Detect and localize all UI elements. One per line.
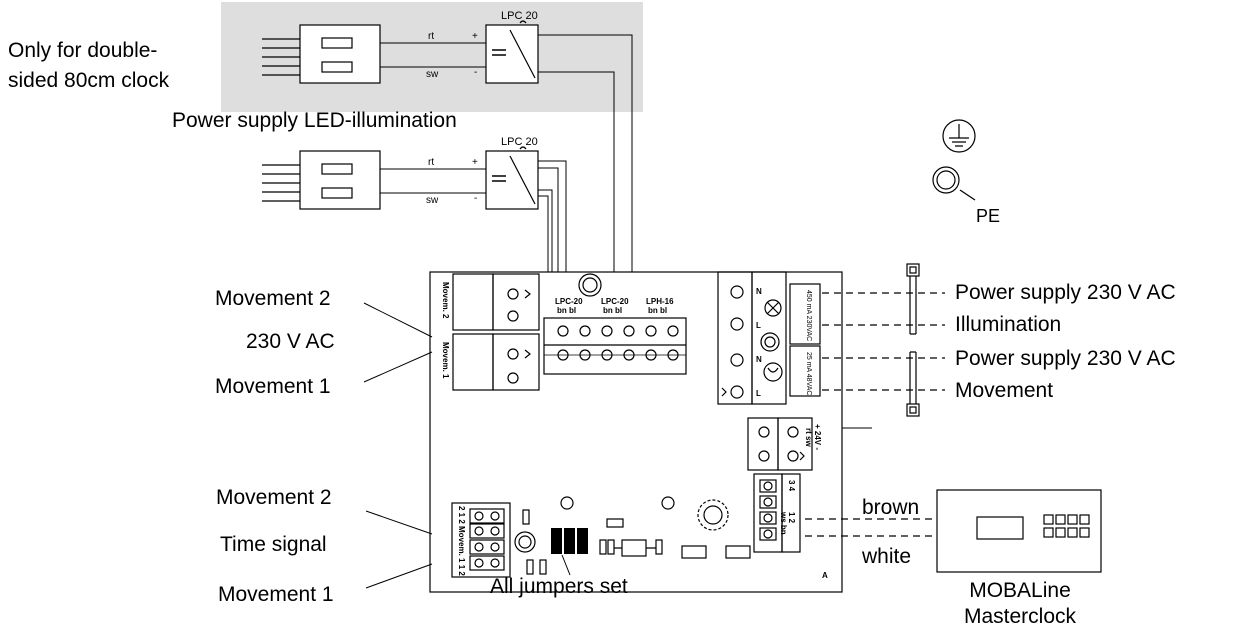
pe-label: PE — [976, 206, 1001, 226]
corner-mark: A — [822, 571, 828, 580]
pe-ground-symbol — [932, 119, 976, 201]
wire-top-rt: rt — [428, 31, 435, 42]
wire-bottom-rt: rt — [428, 157, 435, 168]
lpc-bottom-name: LPC 20 — [501, 136, 538, 148]
power-led-label: Power supply LED-illumination — [172, 109, 457, 132]
movement1-label-bottom: Movement 1 — [218, 583, 334, 606]
jumpers — [551, 528, 588, 554]
power-supply-movement-label: Power supply 230 V AC — [955, 347, 1176, 370]
wires-bottom — [380, 168, 486, 194]
connector-bottom — [262, 150, 381, 210]
term-lpc20-b: LPC-20 — [601, 297, 629, 306]
pointer-lines — [363, 302, 872, 589]
label-l2: L — [756, 389, 761, 398]
movement2-label-top: Movement 2 — [215, 287, 331, 310]
cable-ties — [906, 263, 920, 417]
lpc-top-name: LPC 20 — [501, 10, 538, 22]
illumination-label: Illumination — [955, 313, 1062, 336]
term-bnbl-b: bn bl — [603, 306, 623, 315]
label-n1: N — [756, 287, 762, 296]
lpc-top-plus: + — [472, 31, 478, 42]
masterclock-label: Masterclock — [963, 605, 1077, 628]
sig-nums-label: 3 4 — [787, 480, 796, 492]
time-signal-label: Time signal — [220, 533, 327, 556]
connector-top — [262, 24, 381, 84]
movement2-label-bottom: Movement 2 — [216, 486, 332, 509]
lpc-unit-bottom — [485, 146, 539, 210]
term-bnbl-a: bn bl — [557, 306, 577, 315]
fuse-top-label: 450 mA 230VAC — [805, 290, 812, 342]
double-sided-label-2: sided 80cm clock — [8, 69, 170, 92]
rtsw-label: rt sw — [804, 428, 813, 447]
board-movem1: Movem. 1 — [441, 342, 450, 379]
wire-bottom-sw: sw — [426, 195, 439, 206]
wire-top-sw: sw — [426, 69, 439, 80]
lpc-unit-top — [485, 20, 539, 84]
movem-small-label: 2 1 2 Movem. 1 1 2 — [457, 506, 466, 576]
lpc-bottom-plus: + — [472, 157, 478, 168]
main-board — [429, 271, 843, 593]
mobaline-label: MOBALine — [969, 579, 1071, 602]
dc24-label: + 24V - — [813, 424, 822, 451]
sig-colors-label: ws bn — [779, 512, 788, 535]
brown-wire-label: brown — [862, 496, 920, 519]
board-movem2: Movem. 2 — [441, 282, 450, 319]
wires-top — [380, 42, 486, 68]
white-wire-label: white — [862, 545, 912, 568]
lpc-output-wires — [538, 34, 633, 300]
lpc-bottom-minus: - — [474, 193, 478, 204]
lpc-top-minus: - — [474, 67, 478, 78]
all-jumpers-label: All jumpers set — [490, 575, 628, 598]
term-lph16: LPH-16 — [646, 297, 674, 306]
power-supply-illumination-label: Power supply 230 V AC — [955, 281, 1176, 304]
dashed-power-lines — [805, 292, 945, 537]
mobaline-masterclock — [936, 489, 1102, 573]
label-n2: N — [756, 355, 762, 364]
term-bnbl-c: bn bl — [648, 306, 668, 315]
double-sided-label-1: Only for double- — [8, 39, 158, 62]
fuse-bottom-label: 25 mA 48VAC — [805, 352, 812, 396]
movement1-label-top: Movement 1 — [215, 375, 331, 398]
term-lpc20-a: LPC-20 — [555, 297, 583, 306]
label-l1: L — [756, 321, 761, 330]
ac230-label: 230 V AC — [246, 330, 335, 353]
movement-label: Movement — [955, 379, 1054, 402]
sig-nums2-label: 1 2 — [787, 512, 796, 524]
